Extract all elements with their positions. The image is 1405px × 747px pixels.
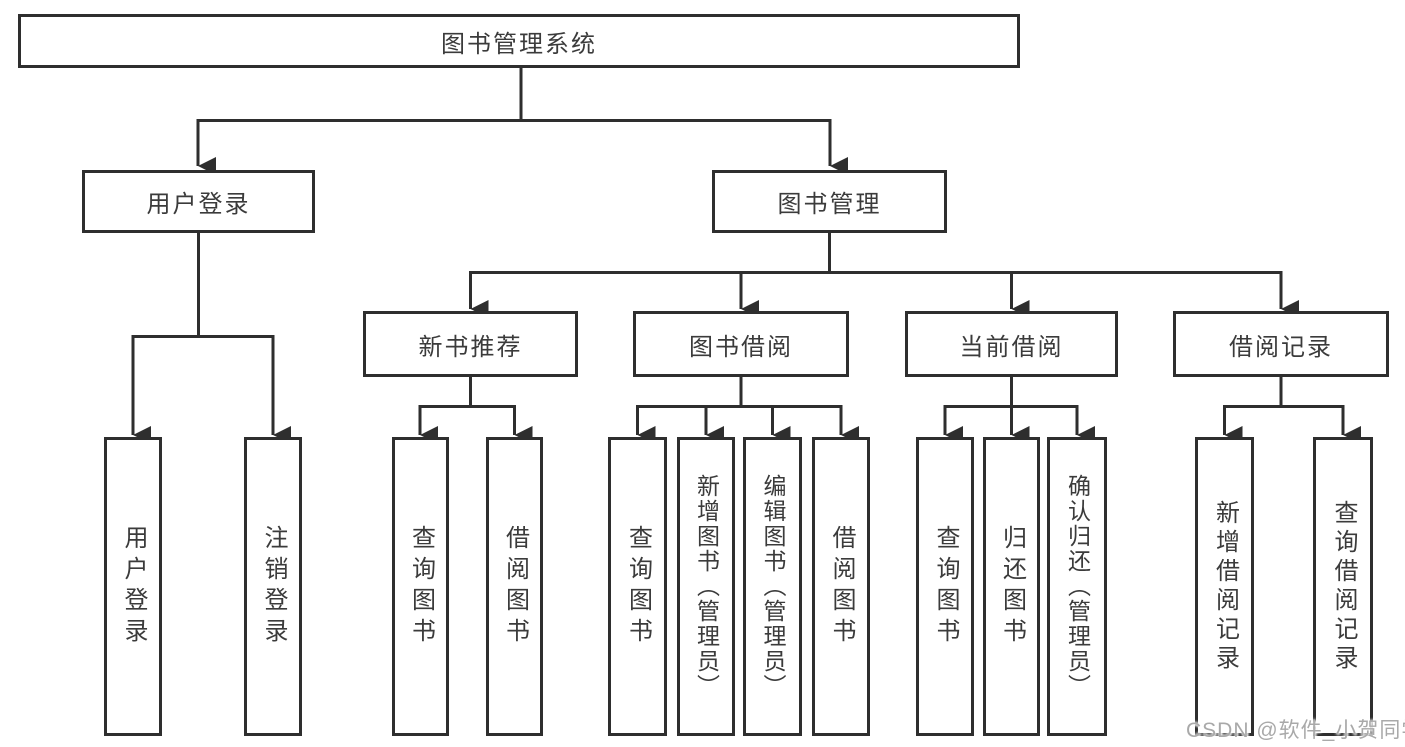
leaf-query-book-recommend: 查询图书 <box>392 437 449 736</box>
node-user-login: 用户登录 <box>82 170 315 233</box>
connector-current-trunk <box>943 377 1079 408</box>
connector-borrow-trunk <box>636 377 843 408</box>
leaf-label: 新增借阅记录 <box>1211 499 1239 674</box>
leaf-label: 用户登录 <box>120 524 147 649</box>
leaf-add-book-admin: 新增图书（管理员） <box>677 437 735 736</box>
leaf-label: 归还图书 <box>998 524 1026 649</box>
node-borrow-records: 借阅记录 <box>1173 311 1389 377</box>
leaf-label: 查询图书 <box>407 524 435 649</box>
connector-recommend-trunk <box>418 377 516 408</box>
node-system-root: 图书管理系统 <box>18 14 1020 68</box>
leaf-label: 编辑图书（管理员） <box>760 474 786 699</box>
leaf-label: 查询图书 <box>932 524 959 649</box>
leaf-label: 确认归还（管理员） <box>1064 474 1091 699</box>
leaf-label: 查询图书 <box>624 524 652 649</box>
csdn-watermark: CSDN @软件_小贺同学 <box>1186 719 1405 742</box>
leaf-add-borrow-record: 新增借阅记录 <box>1195 437 1254 736</box>
node-label: 图书借阅 <box>689 333 793 361</box>
node-label: 当前借阅 <box>959 333 1064 361</box>
leaf-return-book: 归还图书 <box>983 437 1040 736</box>
connector-root-trunk <box>196 68 832 122</box>
leaf-label: 注销登录 <box>260 524 287 649</box>
leaf-label: 新增图书（管理员） <box>693 474 720 699</box>
leaf-borrow-book: 借阅图书 <box>812 437 870 736</box>
leaf-query-borrow-record: 查询借阅记录 <box>1313 437 1373 736</box>
node-label: 图书管理 <box>777 191 882 218</box>
node-label: 图书管理系统 <box>441 30 597 58</box>
node-book-management: 图书管理 <box>712 170 947 233</box>
connector-user-trunk <box>131 233 275 338</box>
node-new-book-recommend: 新书推荐 <box>363 311 578 377</box>
leaf-edit-book-admin: 编辑图书（管理员） <box>743 437 802 736</box>
connector-records-trunk <box>1223 377 1345 408</box>
connector-books-trunk <box>469 233 1283 274</box>
node-current-borrow: 当前借阅 <box>905 311 1118 377</box>
leaf-label: 借阅图书 <box>501 524 529 649</box>
leaf-user-login: 用户登录 <box>104 437 162 736</box>
node-label: 借阅记录 <box>1229 333 1333 361</box>
node-label: 用户登录 <box>146 191 251 218</box>
leaf-borrow-book-recommend: 借阅图书 <box>486 437 543 736</box>
node-book-borrow: 图书借阅 <box>633 311 849 377</box>
leaf-confirm-return-admin: 确认归还（管理员） <box>1047 437 1107 736</box>
leaf-label: 借阅图书 <box>828 524 855 649</box>
node-label: 新书推荐 <box>418 333 523 361</box>
leaf-query-book-borrow: 查询图书 <box>608 437 667 736</box>
leaf-query-book-current: 查询图书 <box>916 437 974 736</box>
leaf-user-logout: 注销登录 <box>244 437 302 736</box>
leaf-label: 查询借阅记录 <box>1330 499 1357 674</box>
